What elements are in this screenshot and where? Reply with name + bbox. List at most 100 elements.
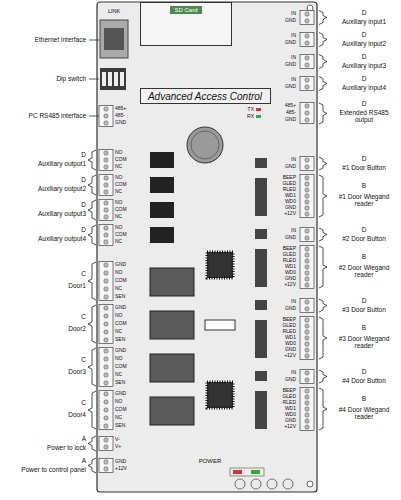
- pin-label: GLED: [270, 323, 296, 328]
- pin-label: GLED: [270, 252, 296, 257]
- pin-label: GND: [115, 348, 143, 353]
- pin-label: NC: [115, 329, 143, 334]
- pin-label: WD1: [270, 264, 296, 269]
- pin-label: NO: [115, 399, 143, 404]
- door-relays: [150, 268, 194, 425]
- callout-label: Auxiliary input2: [330, 41, 398, 48]
- callout-label: C: [3, 357, 86, 364]
- terminal-block: [99, 200, 113, 221]
- bracket: [319, 228, 327, 241]
- callout-label: D: [330, 101, 398, 108]
- callout-label: Auxiliary output3: [3, 211, 86, 218]
- pin-label: SEN: [115, 380, 143, 385]
- ethernet-port: [100, 20, 128, 58]
- callout-label: A: [3, 458, 86, 465]
- pin-label: WD1: [270, 335, 296, 340]
- pin-label: COM: [115, 232, 143, 237]
- pin-label: IN: [270, 77, 296, 82]
- pin-label: RLED: [270, 400, 296, 405]
- callout-label: Auxiliary input1: [330, 19, 398, 26]
- terminal-block: [300, 370, 314, 384]
- pin-label: NO: [115, 356, 143, 361]
- pin-label: IN: [270, 11, 296, 16]
- pin-label: RX: [238, 114, 254, 119]
- pin-label: NO: [115, 175, 143, 180]
- callout-label: D: [330, 53, 398, 60]
- pin-label: COM: [115, 364, 143, 369]
- pin-label: GND: [115, 262, 143, 267]
- callout-label: Power to lock: [3, 445, 86, 452]
- node-text: Advanced Access Control: [148, 91, 262, 102]
- bracket: [319, 299, 327, 312]
- terminal-block: [99, 106, 113, 127]
- bracket: [319, 175, 327, 217]
- terminal-block: [300, 11, 314, 25]
- callout-label: C: [3, 314, 86, 321]
- pin-label: WD1: [270, 193, 296, 198]
- pin-label: RLED: [270, 258, 296, 263]
- callout-label: Door4: [3, 412, 86, 419]
- certification-marks: [235, 479, 293, 489]
- callout-label: #1 Door Button: [330, 165, 398, 172]
- pin-label: COM: [115, 278, 143, 283]
- callout-label: D: [330, 75, 398, 82]
- pin-label: GND: [270, 276, 296, 281]
- bracket: [319, 388, 327, 430]
- bracket: [319, 33, 327, 47]
- pin-label: NO: [115, 313, 143, 318]
- pin-label: COM: [115, 157, 143, 162]
- pin-label: IN: [270, 299, 296, 304]
- callout-label: Power to control panel: [3, 467, 86, 474]
- pin-label: 485+: [115, 106, 143, 111]
- pin-label: SEN: [115, 423, 143, 428]
- pin-label: +12V: [270, 424, 296, 429]
- pin-label: GND: [270, 205, 296, 210]
- bracket: [88, 391, 96, 429]
- pin-label: COM: [115, 182, 143, 187]
- pin-label: V+: [115, 444, 143, 449]
- pin-label: GND: [270, 84, 296, 89]
- pin-label: NC: [115, 372, 143, 377]
- callout-label: Ethernet interface: [3, 37, 86, 44]
- pin-label: NO: [115, 270, 143, 275]
- pin-label: GND: [115, 120, 143, 125]
- pin-label: NC: [115, 214, 143, 219]
- pin-label: GND: [270, 164, 296, 169]
- pin-label: BEEP: [270, 317, 296, 322]
- pin-label: NO: [115, 150, 143, 155]
- callout-label: D: [3, 177, 86, 184]
- pin-label: IN: [270, 228, 296, 233]
- callout-label: B: [330, 254, 398, 261]
- callout-label: B: [330, 183, 398, 190]
- pin-label: NO: [115, 225, 143, 230]
- bracket: [319, 157, 327, 170]
- terminal-block: [300, 317, 314, 360]
- callout-label: Auxiliary input3: [330, 63, 398, 70]
- callout-label: Dip switch: [3, 76, 86, 83]
- pin-label: RLED: [270, 187, 296, 192]
- pin-label: BEEP: [270, 246, 296, 251]
- bracket: [88, 200, 96, 220]
- terminal-block: [300, 77, 314, 91]
- callout-label: Auxiliary output2: [3, 186, 86, 193]
- terminal-block: [300, 175, 314, 218]
- terminal-block: [99, 305, 113, 344]
- leader-lines: [89, 40, 99, 116]
- terminal-block: [300, 228, 314, 242]
- callout-label: #1 Door Wiegand reader: [330, 194, 398, 208]
- callout-label: #2 Door Wiegand reader: [330, 265, 398, 279]
- node-text: SD Card: [170, 6, 201, 14]
- terminal-block: [99, 225, 113, 246]
- pin-label: 485-: [115, 113, 143, 118]
- pin-label: COM: [115, 207, 143, 212]
- pin-label: WD0: [270, 270, 296, 275]
- pin-label: GND: [115, 305, 143, 310]
- pin-label: NC: [115, 286, 143, 291]
- callout-label: Auxiliary output4: [3, 236, 86, 243]
- pin-label: COM: [115, 407, 143, 412]
- pin-label: COM: [115, 321, 143, 326]
- bracket: [88, 225, 96, 245]
- terminal-block: [99, 262, 113, 301]
- terminal-block: [99, 391, 113, 430]
